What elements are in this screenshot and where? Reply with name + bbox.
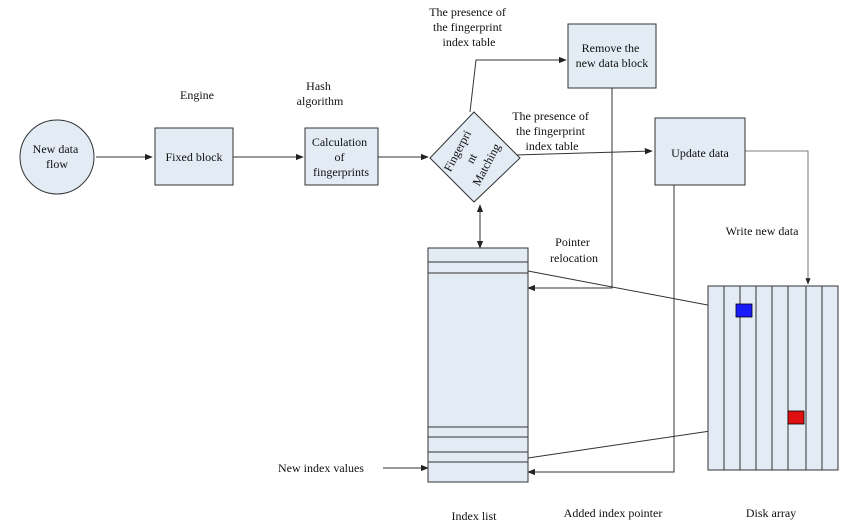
arrow-matching-to-update [513, 148, 653, 156]
remove-block-label: Remove the new data block [576, 41, 649, 70]
arrow-write-new-data [745, 150, 811, 285]
presence-label-mid: The presence of the fingerprint index ta… [512, 109, 592, 153]
arrow-remove-to-index-list [527, 88, 613, 292]
arrow-index-to-disk-blue [527, 270, 735, 312]
node-remove-new-data-block: Remove the new data block [567, 23, 657, 89]
node-new-data-flow: New data flow [19, 119, 95, 195]
engine-label: Engine [180, 88, 214, 102]
connectors [96, 56, 811, 476]
calculation-label: Calculation of fingerprints [312, 135, 370, 179]
node-fingerprint-matching: Fingerpri nt Matching [429, 111, 521, 203]
update-data-label: Update data [671, 146, 729, 160]
index-list-label: Index list [452, 509, 498, 523]
new-index-values-label: New index values [278, 461, 364, 475]
arrow-matching-to-remove [469, 56, 567, 113]
disk-array [707, 285, 839, 471]
pointer-relocation-label: Pointer relocation [550, 235, 598, 265]
disk-block-blue [735, 303, 753, 318]
presence-label-top: The presence of the fingerprint index ta… [429, 5, 509, 49]
index-list [427, 247, 529, 483]
added-index-pointer-label: Added index pointer [564, 506, 663, 520]
fixed-block-label: Fixed block [166, 150, 223, 164]
hash-algorithm-label: Hash algorithm [297, 79, 344, 108]
node-fixed-block: Fixed block [154, 127, 234, 186]
disk-array-label: Disk array [746, 506, 796, 520]
arrow-update-to-index-list [527, 185, 675, 476]
new-data-flow-label: New data flow [33, 142, 82, 171]
node-update-data: Update data [654, 117, 746, 186]
write-new-data-label: Write new data [726, 224, 799, 238]
node-calculation-of-fingerprints: Calculation of fingerprints [304, 127, 379, 186]
disk-block-red [787, 410, 805, 425]
